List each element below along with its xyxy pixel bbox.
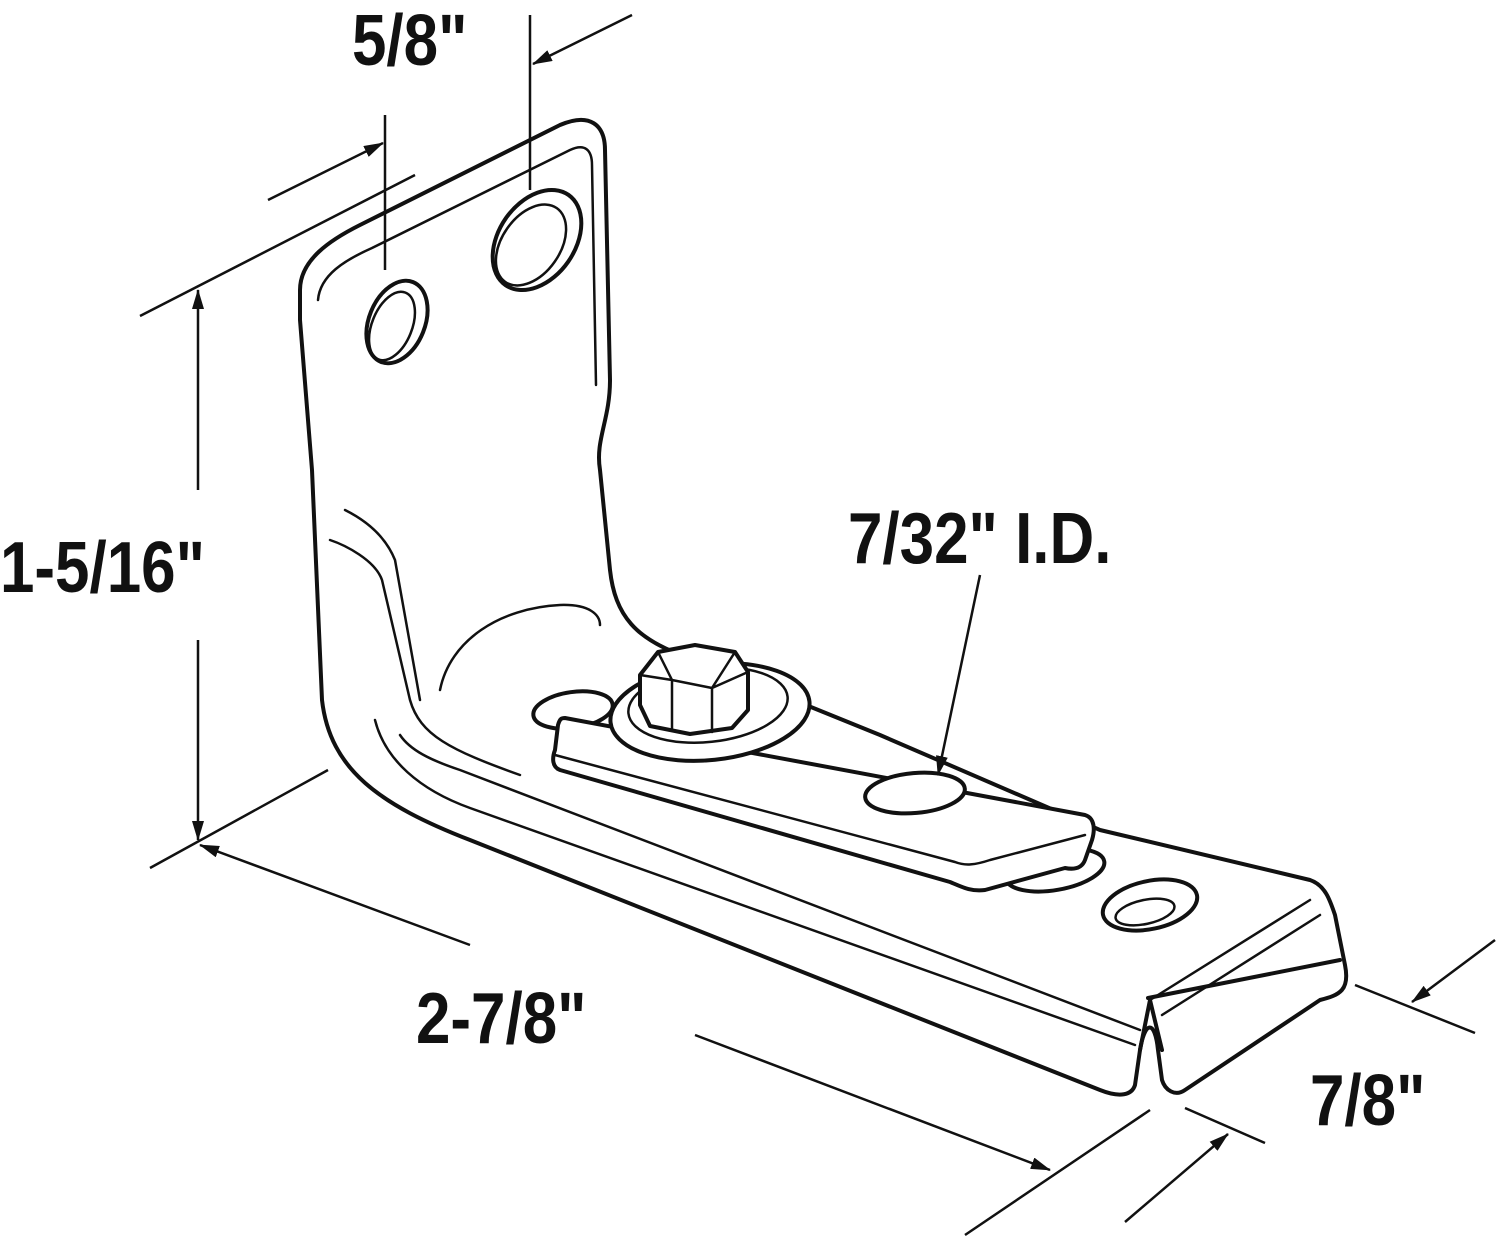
label-inner-diameter: 7/32" I.D.	[848, 499, 1112, 579]
arrow-length-left	[199, 843, 471, 947]
label-height: 1-5/16"	[0, 528, 205, 608]
arrow-hole-spacing-right	[532, 13, 633, 66]
arrow-length-right	[694, 1033, 1051, 1172]
adjustment-plate	[551, 643, 1096, 893]
dimension-lines	[139, 13, 1496, 1237]
arrow-inner-diameter	[936, 574, 982, 776]
mounting-holes	[364, 187, 584, 366]
id-hole	[863, 770, 967, 816]
vertical-plate	[298, 118, 1349, 1097]
label-length: 2-7/8"	[416, 979, 587, 1059]
arrow-hole-spacing-left	[267, 141, 384, 202]
bracket-body	[298, 118, 1349, 1097]
arrow-width-top	[1411, 938, 1496, 1004]
label-width: 7/8"	[1310, 1061, 1426, 1141]
bend-curve	[438, 603, 602, 692]
label-hole-spacing: 5/8"	[352, 1, 468, 81]
vertical-plate-rim	[316, 146, 598, 387]
arrow-width-bottom	[1124, 1133, 1229, 1223]
mounting-hole-right	[490, 187, 584, 293]
slot-hole-front	[1100, 877, 1200, 933]
